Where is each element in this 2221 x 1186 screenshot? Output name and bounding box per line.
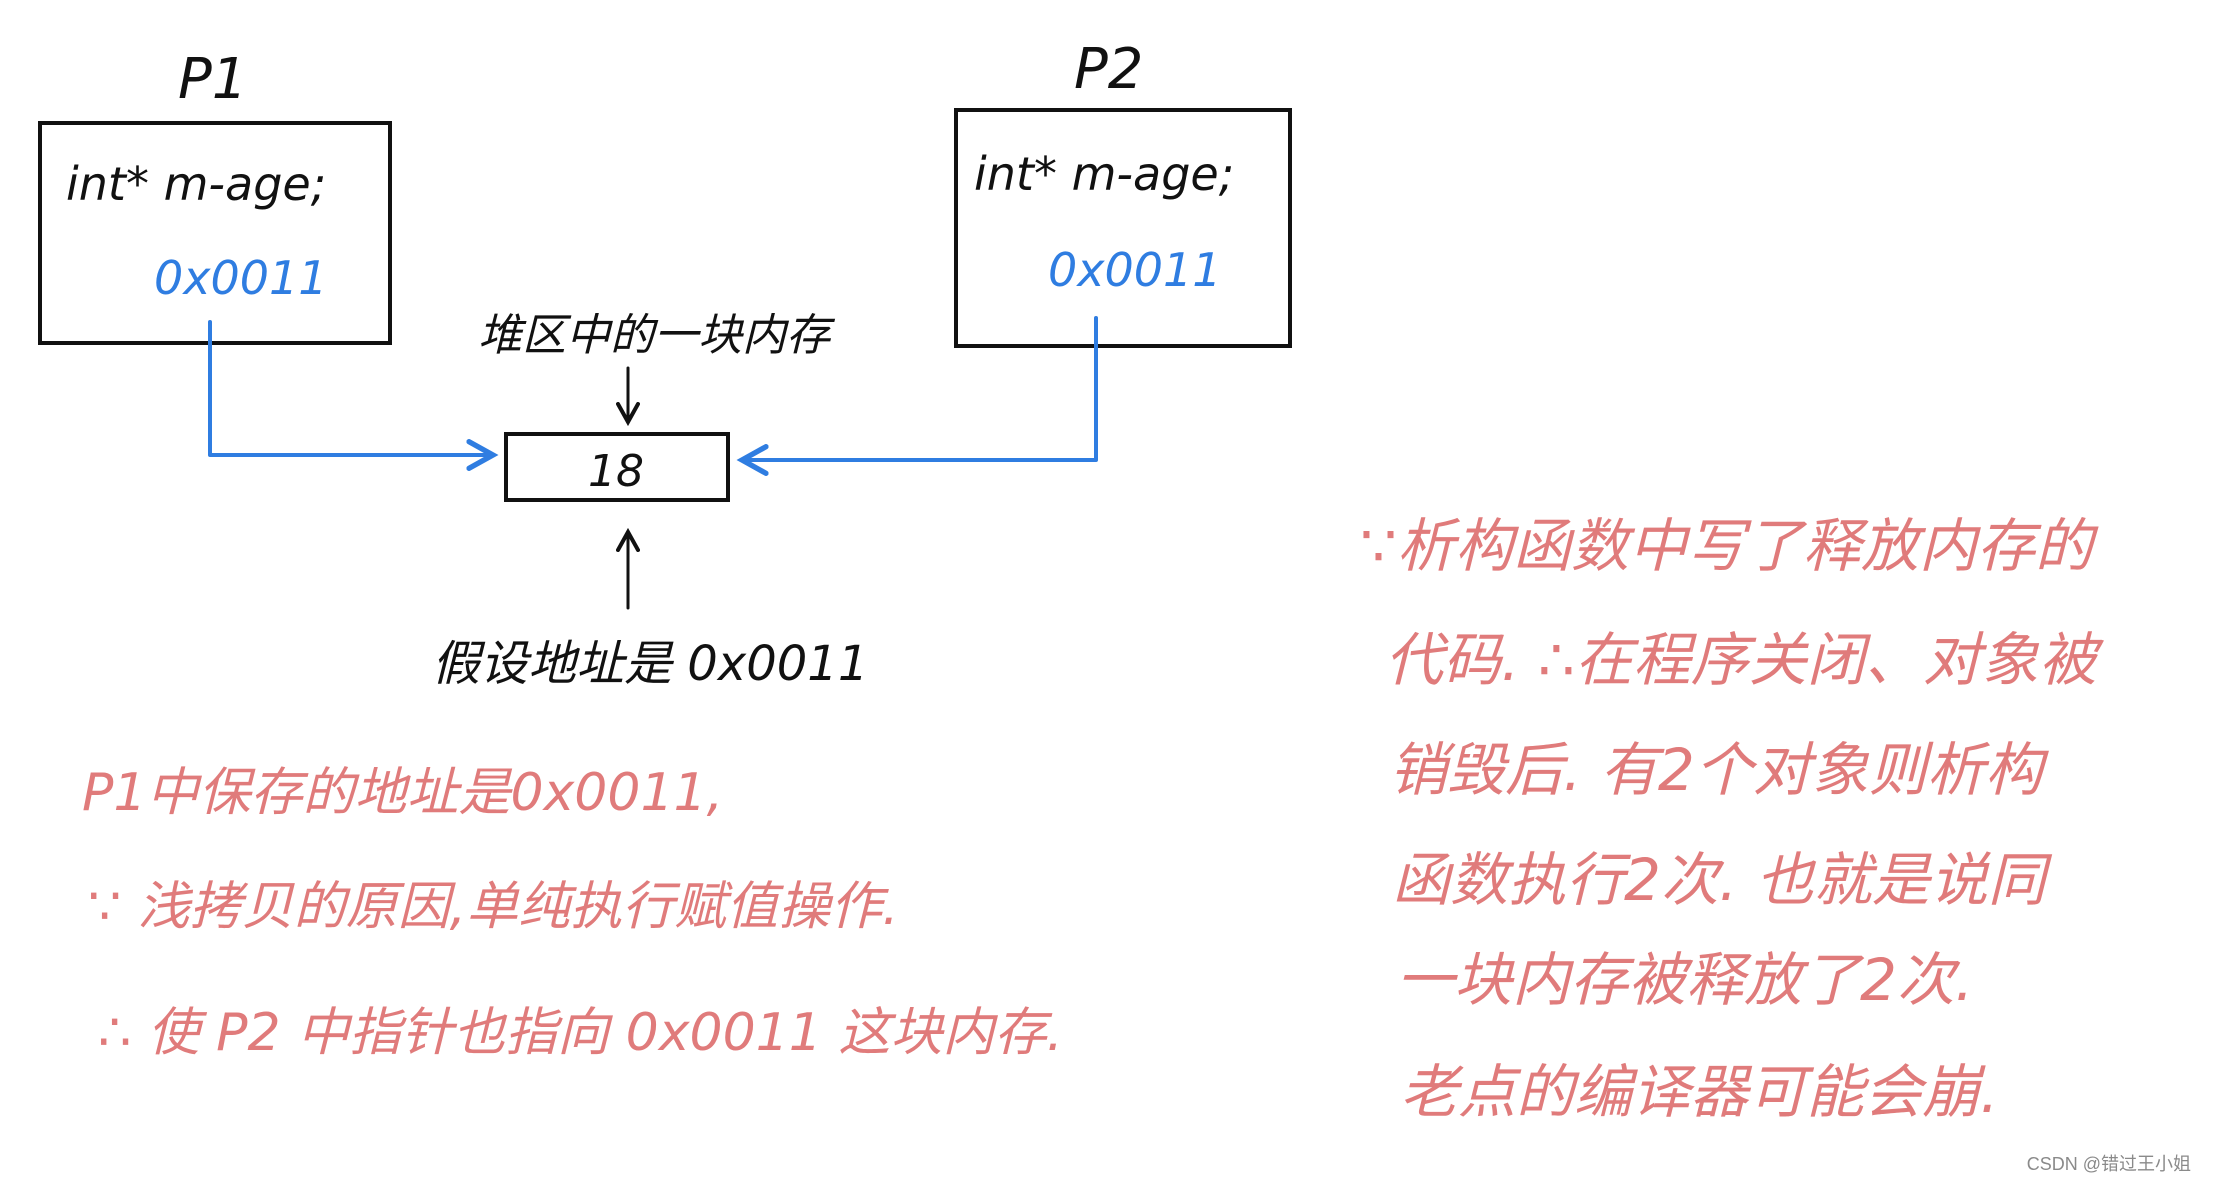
heap-cell xyxy=(504,432,730,502)
heap-value: 18 xyxy=(588,446,644,497)
p2-box xyxy=(954,108,1292,348)
notes-right: ∵析构函数中写了释放内存的 代码. ∴在程序关闭、对象被 销毁后. 有2个对象则… xyxy=(1360,512,2105,1126)
p1-pointer-arrow xyxy=(208,320,493,455)
note-right-3: 销毁后. 有2个对象则析构 xyxy=(1389,736,2050,804)
note-right-1: ∵析构函数中写了释放内存的 xyxy=(1360,512,2099,580)
p1-box xyxy=(38,121,392,345)
note-right-6: 老点的编译器可能会崩. xyxy=(1400,1058,1998,1126)
heap-address-note: 假设地址是 0x0011 xyxy=(432,636,868,692)
note-right-2: 代码. ∴在程序关闭、对象被 xyxy=(1385,626,2105,694)
p1-address: 0x0011 xyxy=(154,251,328,305)
p1-declaration: int* m-age; xyxy=(66,157,326,211)
p2-declaration: int* m-age; xyxy=(974,147,1234,201)
heap-caption: 堆区中的一块内存 xyxy=(478,310,836,361)
note-right-5: 一块内存被释放了2次. xyxy=(1396,946,1973,1014)
heap-block: 堆区中的一块内存 18 假设地址是 0x0011 xyxy=(432,310,868,692)
note-left-2: ∵ 浅拷贝的原因,单纯执行赋值操作. xyxy=(88,877,899,937)
note-left-3: ∴ 使 P2 中指针也指向 0x0011 这块内存. xyxy=(98,1003,1063,1063)
p1-label: P1 xyxy=(178,47,247,112)
csdn-watermark: CSDN @错过王小姐 xyxy=(2026,1154,2191,1174)
p2-address: 0x0011 xyxy=(1048,243,1222,297)
object-p1: P1 int* m-age; 0x0011 xyxy=(38,47,392,345)
object-p2: P2 int* m-age; 0x0011 xyxy=(954,37,1292,348)
note-right-4: 函数执行2次. 也就是说同 xyxy=(1392,846,2053,914)
p2-pointer-arrow xyxy=(742,316,1098,460)
notes-left: P1中保存的地址是0x0011, ∵ 浅拷贝的原因,单纯执行赋值操作. ∴ 使 … xyxy=(82,763,1063,1063)
p2-label: P2 xyxy=(1074,37,1143,102)
note-left-1: P1中保存的地址是0x0011, xyxy=(82,763,723,823)
